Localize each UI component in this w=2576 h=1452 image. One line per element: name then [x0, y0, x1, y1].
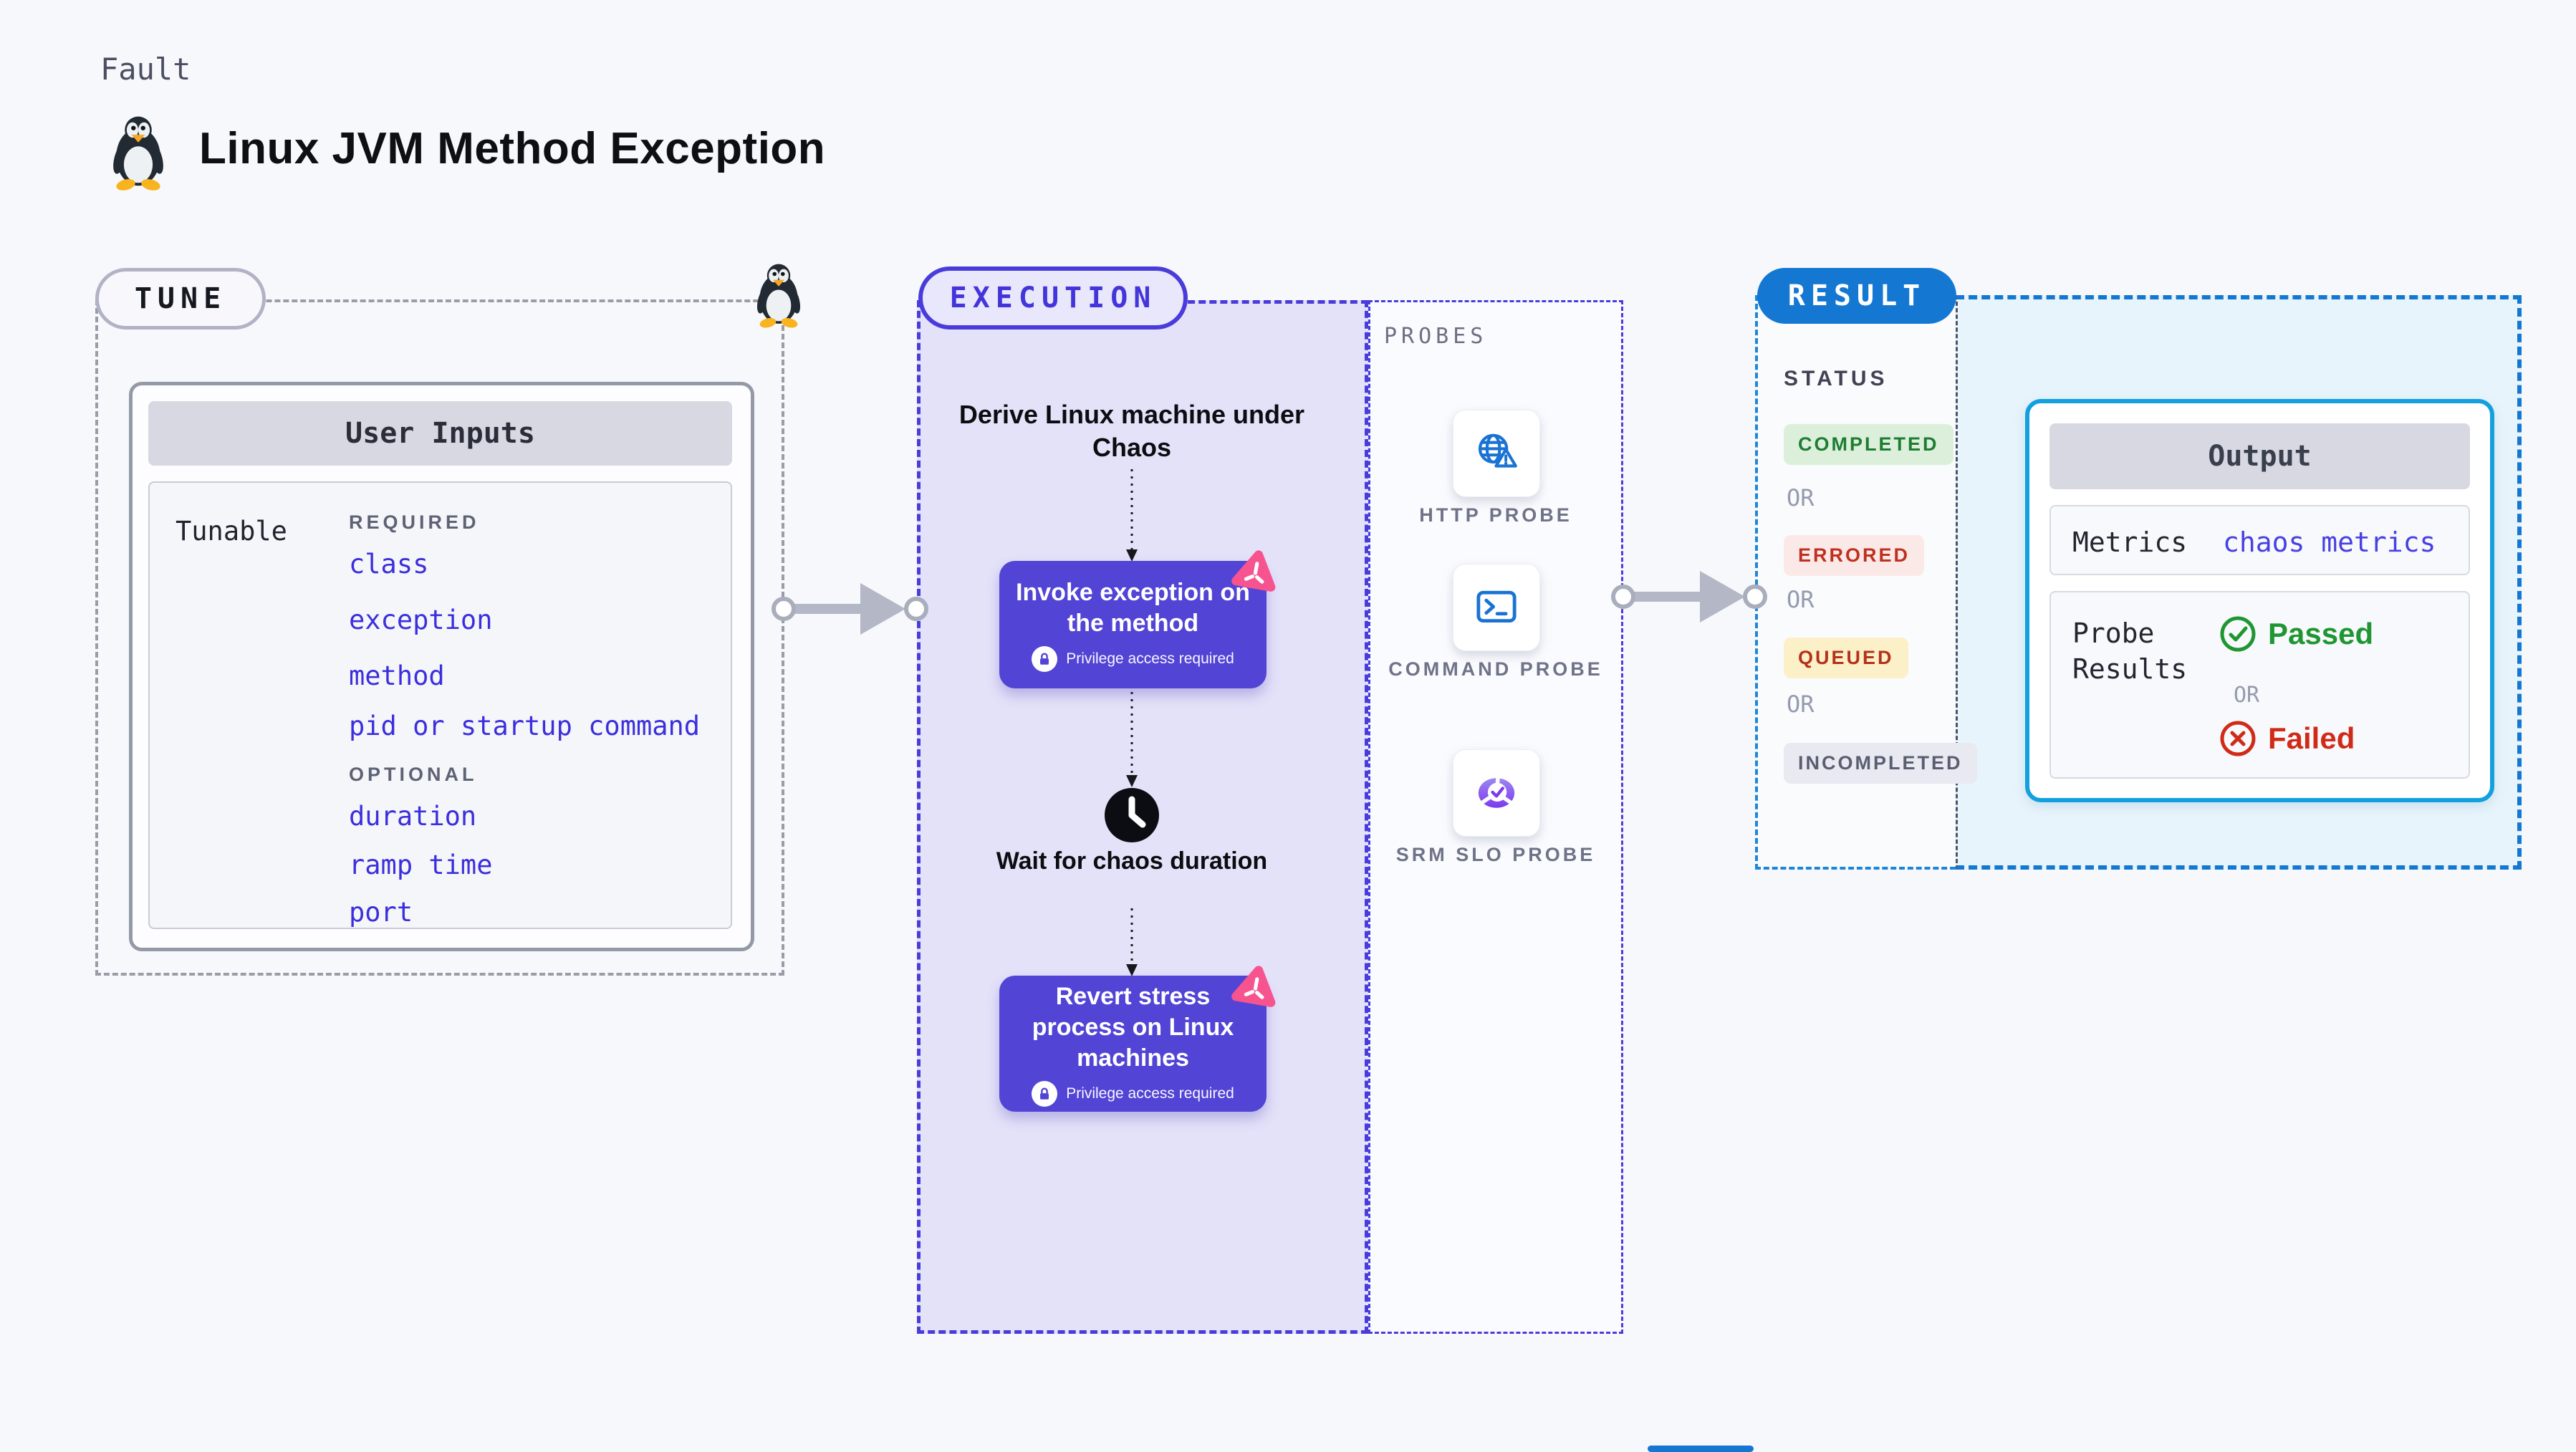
- tunable-ramp-time: ramp time: [349, 850, 493, 880]
- or-separator: OR: [1787, 586, 1815, 613]
- tune-badge: TUNE: [95, 268, 266, 330]
- chaos-experiment-icon: [1230, 545, 1282, 597]
- required-group-label: REQUIRED: [349, 511, 480, 533]
- passed-result: Passed: [2219, 615, 2373, 653]
- tunable-class: class: [349, 549, 429, 580]
- tunable-row-label: Tunable: [176, 516, 287, 547]
- dotted-arrow-down-icon: [1126, 469, 1138, 562]
- derive-machine-step: Derive Linux machine under Chaos: [958, 400, 1305, 462]
- globe-alert-icon: [1478, 433, 1517, 468]
- tux-penguin-icon: [110, 116, 166, 191]
- tunable-pid-or-startup-command: pid or startup command: [349, 711, 701, 741]
- optional-group-label: OPTIONAL: [349, 764, 478, 785]
- execution-badge: EXECUTION: [918, 266, 1188, 330]
- check-circle-icon: [2220, 616, 2256, 652]
- lock-icon: [1032, 1080, 1058, 1107]
- or-separator: OR: [1787, 691, 1815, 718]
- revert-stress-label: Revert stress process on Linux machines: [1032, 982, 1234, 1072]
- http-probe-card: [1453, 410, 1540, 497]
- invoke-exception-label: Invoke exception on the method: [1016, 579, 1250, 637]
- terminal-icon: [1476, 590, 1517, 622]
- srm-slo-probe-card: [1453, 749, 1540, 837]
- clock-icon: [1103, 787, 1160, 847]
- dotted-arrow-down-icon: [1126, 908, 1138, 976]
- page-title: Linux JVM Method Exception: [199, 124, 826, 173]
- metrics-row: Metrics chaos metrics: [2049, 505, 2470, 575]
- passed-label: Passed: [2268, 617, 2374, 650]
- probes-label: PROBES: [1384, 324, 1488, 349]
- lock-icon: [1032, 646, 1058, 672]
- failed-label: Failed: [2268, 721, 2355, 755]
- failed-result: Failed: [2219, 720, 2355, 757]
- or-separator: OR: [2234, 683, 2260, 708]
- status-badge-errored: ERRORED: [1784, 535, 1925, 576]
- x-circle-icon: [2220, 721, 2256, 756]
- metrics-value: chaos metrics: [2223, 527, 2436, 558]
- http-probe-label: HTTP PROBE: [1419, 504, 1572, 526]
- output-title: Output: [2049, 423, 2470, 489]
- output-card: Output Metrics chaos metrics Probe Resul…: [2025, 399, 2494, 802]
- metrics-label: Metrics: [2072, 527, 2188, 558]
- privilege-row: Privilege access required: [1032, 646, 1234, 672]
- probe-results-row: Probe Results Passed OR Failed: [2049, 591, 2470, 779]
- user-inputs-card: User Inputs Tunable REQUIRED class excep…: [129, 382, 754, 951]
- status-badge-completed: COMPLETED: [1784, 424, 1953, 465]
- command-probe-card: [1453, 564, 1540, 651]
- tunable-method: method: [349, 660, 445, 691]
- wait-duration-step: Wait for chaos duration: [996, 847, 1268, 875]
- status-label: STATUS: [1784, 367, 1888, 390]
- fault-kind-label: Fault: [100, 52, 191, 87]
- privilege-label: Privilege access required: [1066, 650, 1234, 667]
- revert-stress-node: Revert stress process on Linux machines …: [999, 976, 1267, 1112]
- probe-results-label: Probe Results: [2072, 617, 2188, 685]
- tux-penguin-icon: [754, 264, 803, 328]
- user-inputs-body: Tunable REQUIRED class exception method …: [148, 481, 732, 929]
- cropped-blue-artifact: [1648, 1446, 1754, 1452]
- tune-section-box: [95, 299, 784, 976]
- srm-slo-probe-label: SRM SLO PROBE: [1395, 844, 1596, 865]
- result-badge: RESULT: [1757, 268, 1956, 324]
- tunable-duration: duration: [349, 801, 477, 832]
- invoke-exception-node: Invoke exception on the method Privilege…: [999, 561, 1267, 688]
- dotted-arrow-down-icon: [1126, 692, 1138, 787]
- flow-arrow-tune-to-execution: [772, 583, 928, 635]
- tunable-port: port: [349, 897, 413, 928]
- status-badge-queued: QUEUED: [1784, 638, 1908, 678]
- flow-arrow-execution-to-result: [1611, 571, 1767, 622]
- privilege-label: Privilege access required: [1066, 1085, 1234, 1102]
- tunable-exception: exception: [349, 605, 493, 635]
- or-separator: OR: [1787, 484, 1815, 511]
- command-probe-label: COMMAND PROBE: [1388, 658, 1603, 680]
- privilege-row: Privilege access required: [1032, 1080, 1234, 1107]
- slo-donut-check-icon: [1478, 777, 1515, 808]
- chaos-experiment-icon: [1230, 961, 1282, 1012]
- user-inputs-title: User Inputs: [148, 401, 732, 466]
- status-badge-incompleted: INCOMPLETED: [1784, 743, 1977, 784]
